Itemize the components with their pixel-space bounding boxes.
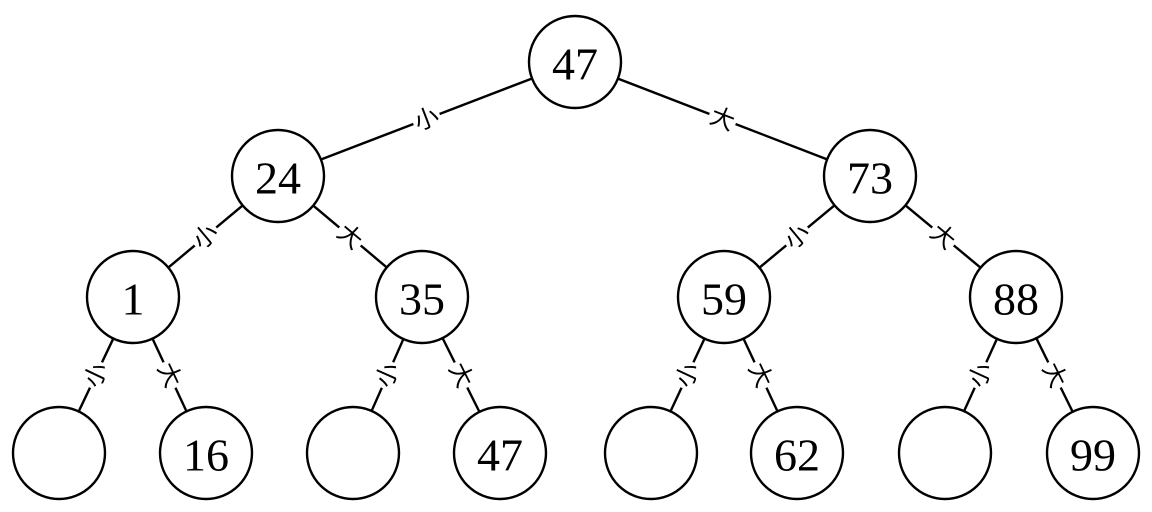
node-circle xyxy=(968,249,1064,345)
edge-label-group: 大 xyxy=(330,216,370,257)
edge-labels-layer: 小大小大小大小大小大小大小大 xyxy=(77,100,1074,394)
node-value: 35 xyxy=(399,274,445,325)
nodes-layer: 47 24 73 1 35 59 88 16 47 62 99 xyxy=(11,14,1141,501)
node-circle xyxy=(85,249,181,345)
tree-node: 88 xyxy=(968,249,1064,345)
edge-label: 小 xyxy=(370,358,405,391)
node-value: 1 xyxy=(122,274,145,325)
edge-label-background xyxy=(704,100,741,138)
edge-label-group: 大 xyxy=(741,356,780,394)
edge-label: 大 xyxy=(706,102,738,137)
edge-label: 大 xyxy=(332,218,368,255)
node-circle xyxy=(897,405,993,501)
node-circle xyxy=(1045,405,1141,501)
node-value: 47 xyxy=(477,430,523,481)
edge-label-background xyxy=(668,356,707,394)
node-circle xyxy=(305,405,401,501)
edge-label-background xyxy=(369,356,406,394)
node-circle xyxy=(527,14,623,110)
edge-label: 小 xyxy=(779,218,815,255)
edge-label: 大 xyxy=(925,218,961,255)
node-circle xyxy=(230,128,326,224)
edge-label-group: 小 xyxy=(961,356,1000,394)
edge-label-group: 大 xyxy=(923,216,963,257)
tree-node: 1 xyxy=(85,249,181,345)
node-circle xyxy=(822,128,918,224)
node-value: 24 xyxy=(255,153,301,204)
node-circle xyxy=(603,405,699,501)
tree-node: 35 xyxy=(374,249,470,345)
edge-label-background xyxy=(741,356,780,394)
node-value: 73 xyxy=(847,153,893,204)
node-circle xyxy=(749,405,845,501)
edge-label: 小 xyxy=(963,358,998,391)
edge-label-background xyxy=(923,216,963,257)
node-value: 88 xyxy=(993,274,1039,325)
node-circle xyxy=(374,249,470,345)
edge-label-group: 大 xyxy=(1035,356,1074,394)
edge-label-background xyxy=(408,100,445,138)
edge-label-background xyxy=(1035,356,1074,394)
edge-label-group: 大 xyxy=(442,356,480,394)
tree-node: 99 xyxy=(1045,405,1141,501)
tree-node: 73 xyxy=(822,128,918,224)
edge-label: 大 xyxy=(1037,358,1073,392)
edge-label: 小 xyxy=(670,358,706,392)
edge-label-group: 大 xyxy=(704,100,741,138)
edge-label: 大 xyxy=(443,358,479,392)
tree-node: 47 xyxy=(452,405,548,501)
tree-node: 62 xyxy=(749,405,845,501)
node-value: 62 xyxy=(774,430,820,481)
tree-node-empty xyxy=(603,405,699,501)
edge-label-group: 大 xyxy=(150,356,189,394)
node-circle xyxy=(452,405,548,501)
edge-label-background xyxy=(777,216,817,257)
node-circle xyxy=(158,405,254,501)
node-value: 16 xyxy=(183,430,229,481)
node-value: 59 xyxy=(701,274,747,325)
edge-label-background xyxy=(330,216,370,257)
edge-label-group: 小 xyxy=(777,216,817,257)
tree-node-empty xyxy=(305,405,401,501)
edge-label-background xyxy=(185,216,226,257)
tree-node: 24 xyxy=(230,128,326,224)
node-value: 99 xyxy=(1070,430,1116,481)
edge-label: 大 xyxy=(743,358,779,392)
edge-label-background xyxy=(150,356,189,394)
node-circle xyxy=(676,249,772,345)
tree-node: 59 xyxy=(676,249,772,345)
node-value: 47 xyxy=(552,39,598,90)
tree-node-empty xyxy=(11,405,107,501)
edge-label-group: 小 xyxy=(369,356,406,394)
edge-label-group: 小 xyxy=(77,356,115,394)
tree-node: 47 xyxy=(527,14,623,110)
edge-label-background xyxy=(442,356,480,394)
edge-label: 小 xyxy=(187,218,223,255)
edges-layer xyxy=(77,77,1074,413)
edge-label-group: 小 xyxy=(668,356,707,394)
tree-node: 16 xyxy=(158,405,254,501)
edge-label-background xyxy=(77,356,115,394)
node-circle xyxy=(11,405,107,501)
tree-node-empty xyxy=(897,405,993,501)
edge-label: 小 xyxy=(78,358,114,392)
edge-label-group: 小 xyxy=(185,216,226,257)
edge-label: 小 xyxy=(410,102,442,137)
edge-label: 大 xyxy=(152,358,188,392)
edge-label-group: 小 xyxy=(408,100,445,138)
edge-label-background xyxy=(961,356,1000,394)
